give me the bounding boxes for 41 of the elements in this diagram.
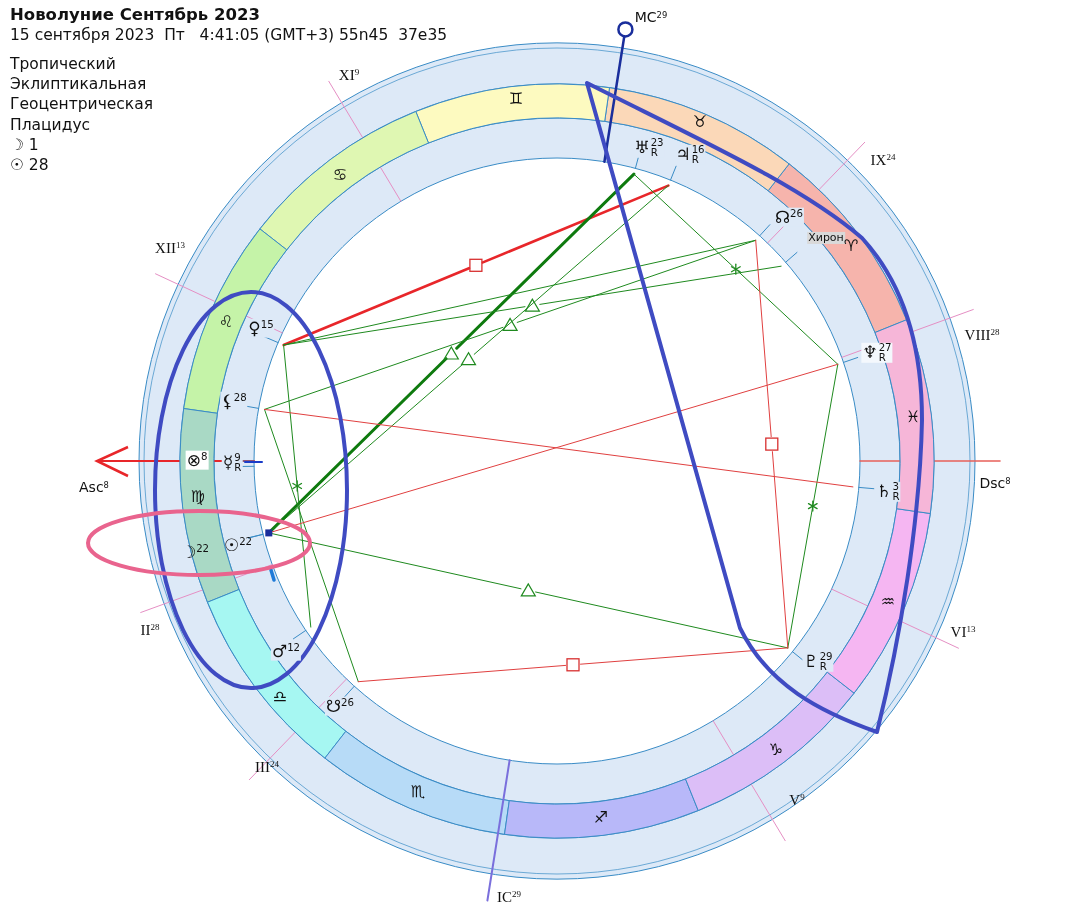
planet-glyph-label: ☽$^{22}$ bbox=[179, 542, 211, 562]
house-cusp-label: VIII$^{28}$ bbox=[964, 326, 1000, 344]
zodiac-sign-label: ♍ bbox=[190, 488, 206, 506]
planet-name-tag: Хирон bbox=[807, 231, 845, 245]
chart-info-line: Тропический bbox=[10, 56, 116, 74]
house-cusp-label: II$^{28}$ bbox=[140, 621, 160, 639]
chart-info-line: Плацидус bbox=[10, 117, 91, 135]
planet-glyph-label: ⊗$^{8}$ bbox=[185, 450, 209, 470]
chart-info-line: 15 сентября 2023 Пт 4:41:05 (GMT+3) 55n45 37e35 bbox=[10, 27, 448, 45]
zodiac-sign-label: ♑ bbox=[768, 741, 784, 759]
zodiac-sign-label: ♊ bbox=[508, 90, 524, 108]
planet-glyph-label: ☋$^{26}$ bbox=[324, 696, 356, 716]
house-cusp-label: XI$^{9}$ bbox=[338, 66, 360, 84]
planet-glyph-label: ⚸$^{28}$ bbox=[220, 391, 248, 411]
chart-info-line: ☉ 28 bbox=[10, 157, 49, 175]
house-cusp-label: IC$^{29}$ bbox=[497, 888, 521, 906]
planet-glyph-label: ♀$^{15}$ bbox=[247, 318, 275, 338]
chart-title: Новолуние Сентябрь 2023 bbox=[10, 6, 260, 25]
house-cusp-label: III$^{24}$ bbox=[255, 758, 279, 776]
zodiac-sign-label: ♉ bbox=[692, 113, 708, 131]
planet-glyph-label: ☉$^{22}$ bbox=[222, 535, 254, 555]
chart-info-line: Геоцентрическая bbox=[10, 96, 154, 114]
zodiac-sign-label: ♈ bbox=[843, 237, 859, 255]
chart-info-line: Эклиптикальная bbox=[10, 76, 147, 94]
zodiac-sign-label: ♌ bbox=[218, 313, 234, 331]
planet-glyph-label: ♂$^{12}$ bbox=[270, 641, 302, 661]
zodiac-sign-label: ♋ bbox=[332, 166, 348, 184]
angle-label: MC$^{29}$ bbox=[634, 10, 668, 26]
angle-label: Asc$^{8}$ bbox=[79, 480, 109, 496]
house-cusp-label: IX$^{24}$ bbox=[870, 151, 896, 169]
house-cusp-label: VI$^{13}$ bbox=[950, 623, 976, 641]
planet-glyph-label: ☊$^{26}$ bbox=[773, 207, 805, 227]
chart-info-line: ☽ 1 bbox=[10, 137, 39, 155]
angle-label: Dsc$^{8}$ bbox=[979, 476, 1011, 492]
zodiac-sign-label: ♓ bbox=[905, 408, 921, 426]
zodiac-sign-label: ♐ bbox=[593, 809, 609, 827]
house-cusp-label: XII$^{13}$ bbox=[155, 239, 185, 257]
zodiac-sign-label: ♒ bbox=[880, 593, 896, 611]
house-cusp-label: V$^{9}$ bbox=[789, 791, 805, 809]
zodiac-sign-label: ♎ bbox=[272, 688, 288, 706]
zodiac-sign-label: ♏ bbox=[410, 783, 426, 801]
